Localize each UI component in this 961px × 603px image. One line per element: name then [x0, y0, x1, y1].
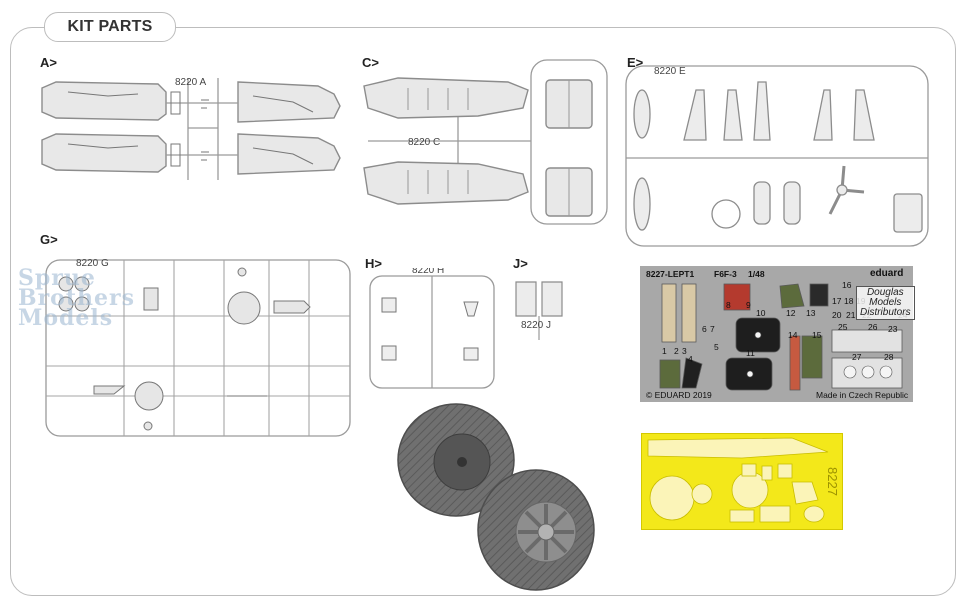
pe-num-1: 1: [662, 346, 667, 356]
section-label-g: G>: [40, 232, 58, 247]
wm-line-1: Sprue: [18, 265, 96, 291]
dm-line-1: Douglas: [866, 287, 904, 298]
section-label-h: H>: [365, 256, 382, 271]
sprue-c: 8220 C: [363, 59, 608, 225]
pe-num-23: 23: [888, 324, 898, 334]
section-label-a: A>: [40, 55, 57, 70]
wm-line-2: Brothers: [18, 285, 135, 311]
pe-num-26: 26: [868, 322, 878, 332]
pe-num-6: 6: [702, 324, 707, 334]
resin-wheels: [397, 403, 595, 591]
sprue-a-code: 8220 A: [175, 77, 206, 88]
pe-num-16: 16: [842, 280, 852, 290]
pe-num-5: 5: [714, 342, 719, 352]
pe-num-18: 18: [844, 296, 854, 306]
pe-num-3: 3: [682, 346, 687, 356]
pe-num-12: 12: [786, 308, 796, 318]
sprue-j-code: 8220 J: [521, 320, 551, 331]
pe-code: 8227-LEPT1: [646, 269, 695, 279]
pe-num-15: 15: [812, 330, 822, 340]
section-label-c: C>: [362, 55, 379, 70]
dm-line-3: Distributors: [860, 307, 911, 318]
sprue-h: 8220 H: [369, 268, 495, 389]
pe-num-7: 7: [710, 324, 715, 334]
paint-mask-sheet: 8227: [641, 433, 843, 530]
pe-num-21: 21: [846, 310, 856, 320]
pe-brand: eduard: [870, 268, 904, 279]
pe-num-13: 13: [806, 308, 816, 318]
section-label-j: J>: [513, 256, 528, 271]
pe-num-27: 27: [852, 352, 862, 362]
sprue-h-code: 8220 H: [412, 268, 444, 276]
sprue-e: 8220 E: [625, 65, 929, 247]
pe-model: F6F-3: [714, 269, 737, 279]
pe-num-20: 20: [832, 310, 842, 320]
mask-shapes: [647, 437, 829, 523]
page-title: KIT PARTS: [44, 12, 176, 42]
pe-num-28: 28: [884, 352, 894, 362]
pe-scale: 1/48: [748, 269, 765, 279]
photo-etch-parts: [659, 283, 903, 391]
sprue-a: 8220 A: [41, 77, 341, 180]
pe-num-25: 25: [838, 322, 848, 332]
pe-copyright: © EDUARD 2019: [646, 390, 712, 400]
kit-parts-frame: [10, 27, 956, 596]
pe-num-9: 9: [746, 300, 751, 310]
sprue-j: 8220 J: [515, 281, 563, 340]
pe-num-17: 17: [832, 296, 842, 306]
mask-code: 8227: [824, 467, 840, 496]
sprue-e-code: 8220 E: [654, 66, 686, 77]
wm-line-3: Models: [18, 305, 114, 331]
pe-num-4: 4: [688, 354, 693, 364]
pe-num-11: 11: [746, 348, 755, 358]
sprue-brothers-watermark: Sprue Brothers Models: [18, 265, 135, 331]
pe-origin: Made in Czech Republic: [816, 390, 909, 400]
pe-num-2: 2: [674, 346, 679, 356]
sprue-g: 8220 G: [45, 258, 351, 437]
pe-num-10: 10: [756, 308, 766, 318]
pe-num-8: 8: [726, 300, 731, 310]
sprue-g-code: 8220 G: [76, 258, 109, 269]
sprue-c-code: 8220 C: [408, 137, 440, 148]
photo-etch-fret: 8227-LEPT1 F6F-3 1/48 eduard © EDUARD 20…: [640, 266, 913, 402]
dm-line-2: Models: [869, 297, 902, 308]
douglas-models-watermark: Douglas Models Distributors: [856, 286, 915, 320]
pe-num-14: 14: [788, 330, 798, 340]
